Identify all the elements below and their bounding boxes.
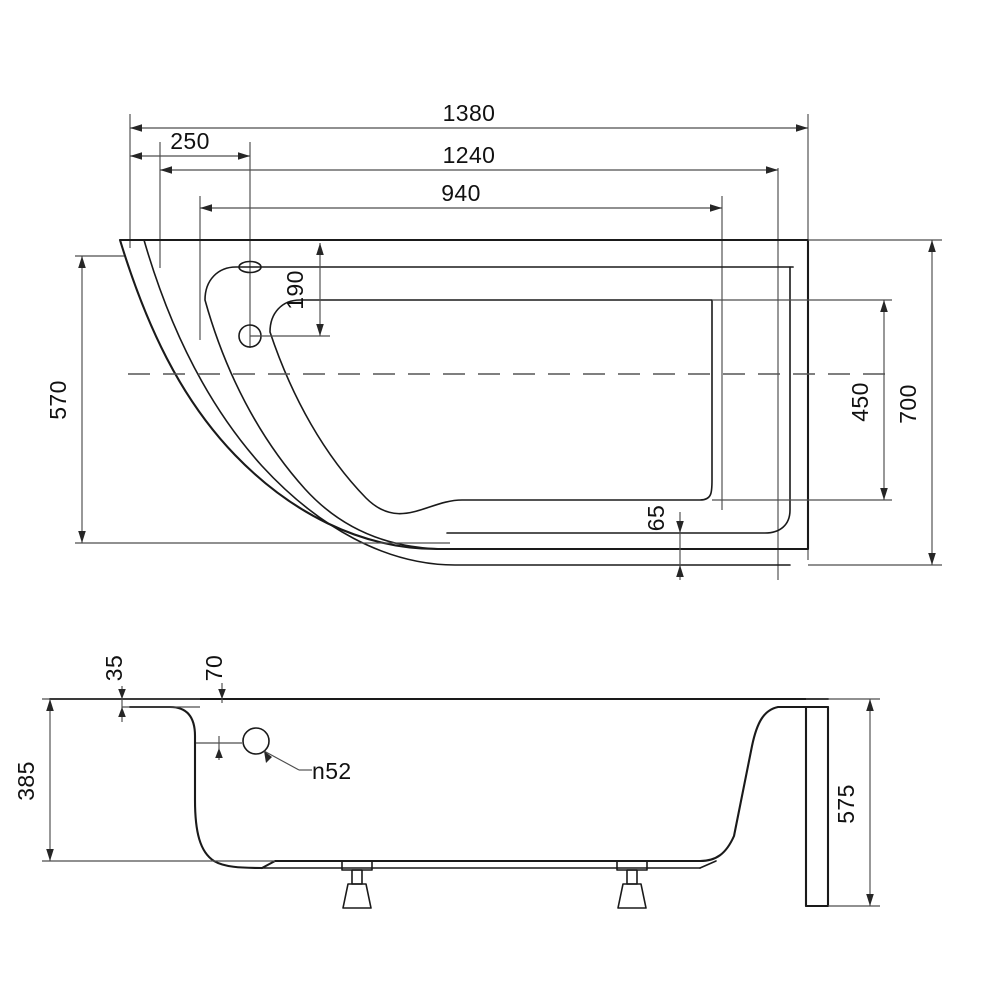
dim-label-65: 65 <box>643 505 669 531</box>
dim-450: 450 <box>712 299 892 501</box>
dim-575: 575 <box>806 698 880 907</box>
bath-left-wall-profile <box>128 705 264 870</box>
bath-floor-and-right-wall <box>260 705 808 870</box>
dim-385: 385 <box>13 698 275 862</box>
bath-floor-right-chamfer <box>699 860 717 869</box>
bath-rim-inner-right <box>446 266 794 534</box>
dim-70: 70 <box>201 655 227 703</box>
dim-label-35: 35 <box>101 655 127 681</box>
dim-940: 940 <box>200 180 722 212</box>
dim-label-250: 250 <box>170 128 210 154</box>
dim-190: 190 <box>250 243 330 337</box>
dim-label-575: 575 <box>833 784 859 824</box>
dim-250: 250 <box>130 128 250 160</box>
dim-label-700: 700 <box>895 384 921 424</box>
bath-front-curve-outer <box>143 239 791 566</box>
bath-rim-inner-contour <box>204 266 791 550</box>
dim-label-1240: 1240 <box>443 142 496 168</box>
dim-label-450: 450 <box>847 382 873 422</box>
dim-35: 35 <box>101 655 200 722</box>
dim-label-70: 70 <box>201 655 227 681</box>
end-panel-group <box>804 697 830 908</box>
bath-outer-outline <box>118 238 810 551</box>
dim-1240: 1240 <box>160 142 778 174</box>
dim-label-385: 385 <box>13 761 39 801</box>
leg-right <box>616 860 648 909</box>
dim-1380: 1380 <box>130 100 808 132</box>
dim-label-1380: 1380 <box>443 100 496 126</box>
bath-bowl-outline <box>269 299 713 515</box>
waste-callout-label: n52 <box>312 758 352 784</box>
dim-label-940: 940 <box>441 180 481 206</box>
waste-callout: n52 <box>196 727 352 784</box>
overflow-hole-icon <box>238 260 262 274</box>
dim-65: 65 <box>643 505 684 580</box>
waste-circle-icon <box>242 727 270 755</box>
dim-label-570: 570 <box>45 380 71 420</box>
dim-570: 570 <box>45 255 450 544</box>
dim-label-190: 190 <box>282 270 308 310</box>
leg-left <box>341 860 373 909</box>
dim-700: 700 <box>808 239 942 566</box>
